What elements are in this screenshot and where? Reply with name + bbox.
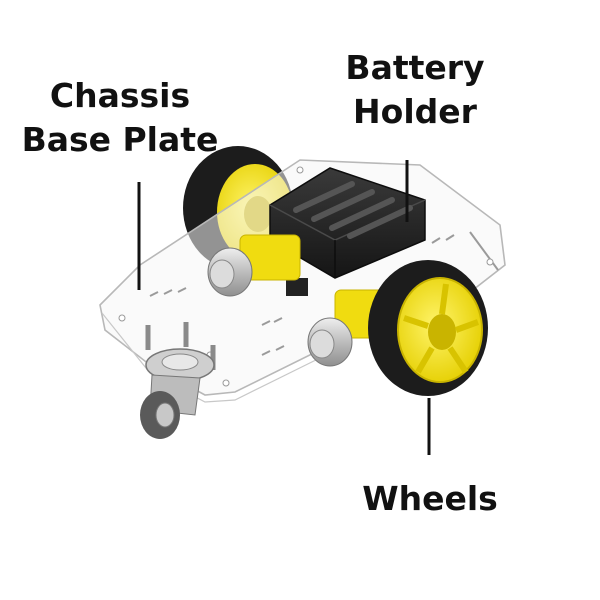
front-right-wheel bbox=[368, 260, 488, 396]
chassis-base-plate-label: Chassis Base Plate bbox=[20, 74, 220, 162]
wheels-label: Wheels bbox=[355, 477, 505, 521]
battery-holder bbox=[269, 167, 426, 279]
battery-holder-label: Battery Holder bbox=[330, 46, 500, 134]
battery-label-line1: Battery bbox=[345, 48, 485, 87]
caster-wheel bbox=[140, 322, 216, 439]
battery-label-line2: Holder bbox=[353, 92, 477, 131]
chassis-label-line1: Chassis bbox=[49, 76, 191, 115]
chassis-label-line2: Base Plate bbox=[21, 120, 219, 159]
rear-motor bbox=[207, 234, 301, 297]
power-switch bbox=[286, 278, 308, 296]
wheels-label-line1: Wheels bbox=[362, 479, 498, 518]
